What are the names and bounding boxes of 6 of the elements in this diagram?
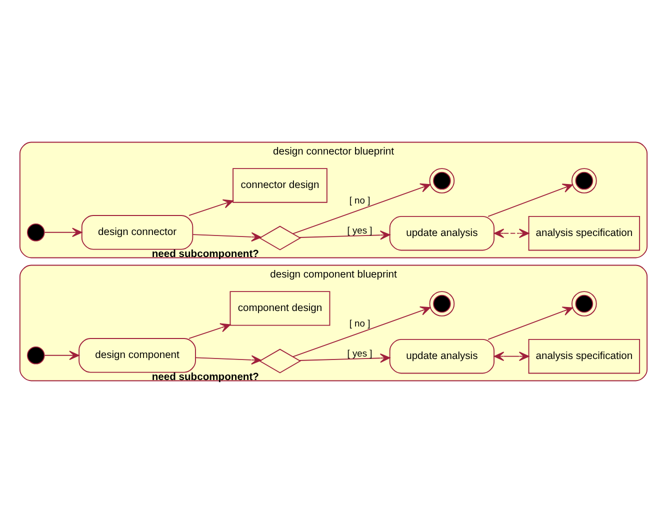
node-label: need subcomponent? — [152, 372, 259, 383]
edge-label: [ no ] — [349, 318, 370, 328]
edge-label: [ yes ] — [347, 348, 372, 358]
node-label: need subcomponent? — [152, 248, 259, 260]
edge-label: [ no ] — [349, 194, 370, 205]
edge-label: [ yes ] — [347, 224, 372, 235]
